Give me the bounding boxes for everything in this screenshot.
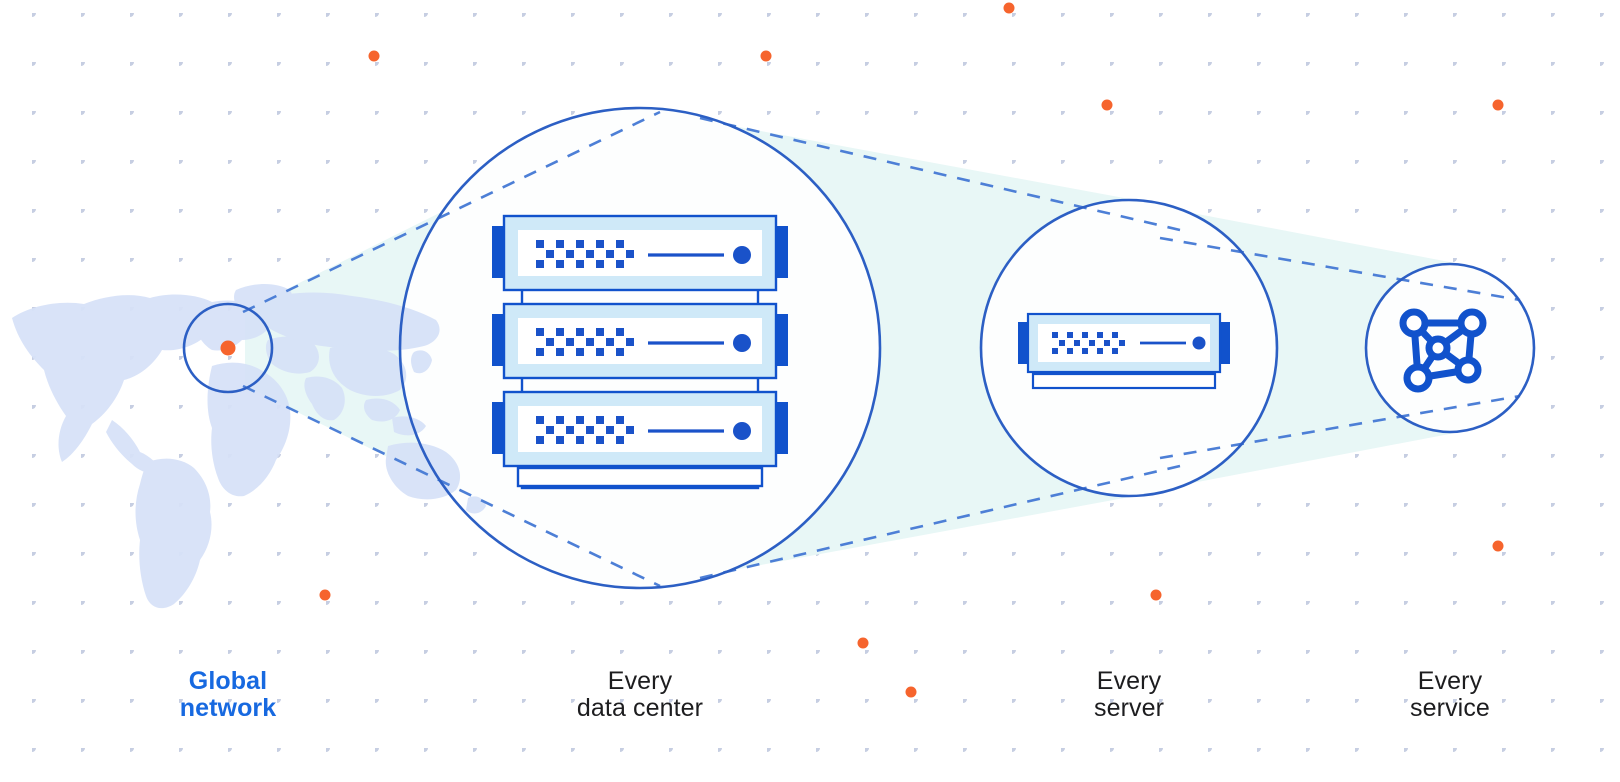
orange-accent-dots <box>319 2 1504 698</box>
single-server-base-plate <box>1031 372 1217 390</box>
single-server-body <box>1018 312 1230 390</box>
rack-unit-3-status-dot <box>733 422 751 440</box>
network-node-bottom-right <box>1454 356 1482 384</box>
network-node-top-left <box>1399 308 1429 338</box>
label-server: Every server <box>1093 667 1165 722</box>
label-data-center: Every data center <box>576 667 704 722</box>
label-service: Every service <box>1410 667 1490 722</box>
rack-unit-3 <box>492 390 788 468</box>
rack-unit-2-vents <box>536 328 634 356</box>
network-node-top-right <box>1457 308 1487 338</box>
dashed-line-server-bottom <box>1159 394 1521 460</box>
circle-service <box>1364 262 1536 434</box>
rack-unit-1 <box>492 214 788 292</box>
rack-base-plate <box>516 466 764 488</box>
rack-unit-3-vents <box>536 416 634 444</box>
dashed-line-global-top <box>242 110 661 314</box>
label-global-network: Global network <box>179 667 277 722</box>
rack-unit-1-status-dot <box>733 246 751 264</box>
circle-data-center <box>398 106 882 590</box>
rack-unit-2 <box>492 302 788 380</box>
network-graph-nodes <box>1399 308 1487 393</box>
circle-global-network <box>182 302 274 394</box>
map-location-pin-icon <box>220 340 236 356</box>
dashed-line-dc-top <box>699 116 1181 232</box>
network-node-center <box>1425 335 1451 361</box>
single-server-vents <box>1052 332 1125 354</box>
dashed-line-global-bottom <box>242 384 661 588</box>
network-node-bottom-left <box>1403 363 1433 393</box>
rack-unit-1-vents <box>536 240 634 268</box>
dashed-line-server-top <box>1159 236 1521 302</box>
dashed-line-dc-bottom <box>699 464 1181 580</box>
single-server-status-dot <box>1192 336 1206 350</box>
circle-server <box>979 198 1279 498</box>
world-map <box>12 284 486 609</box>
rack-unit-2-status-dot <box>733 334 751 352</box>
